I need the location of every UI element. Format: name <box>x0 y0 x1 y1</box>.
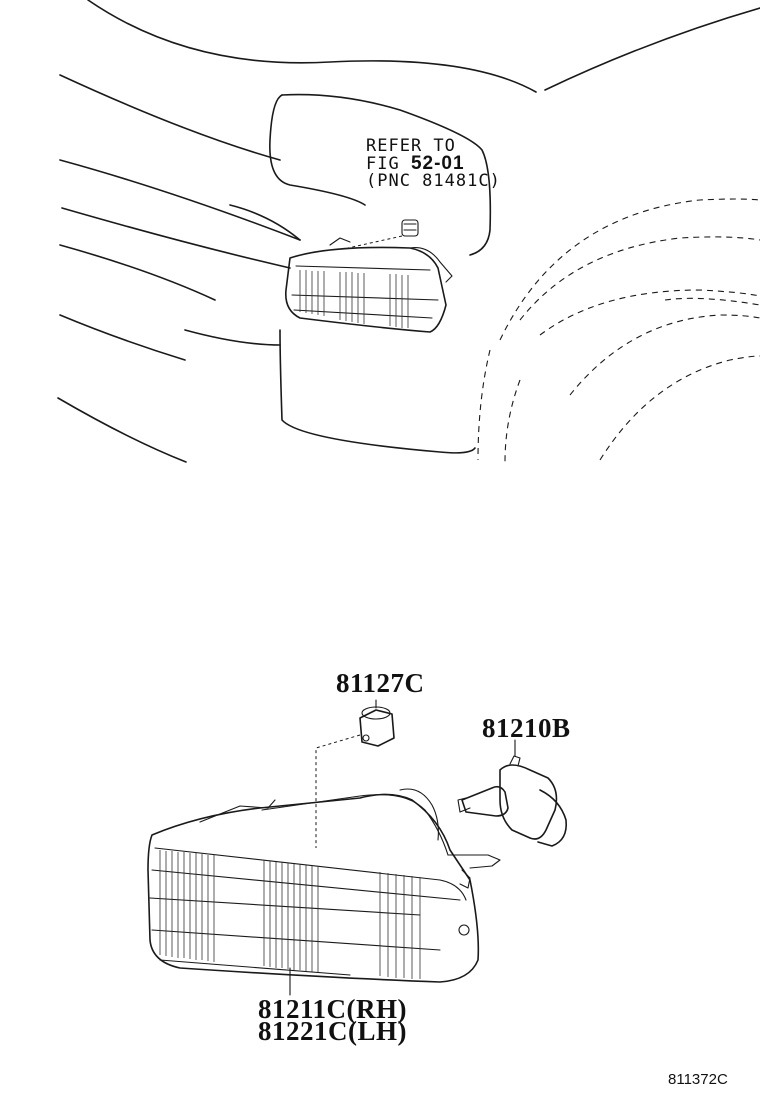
socket-guide-line <box>315 734 361 848</box>
reference-fig-number: 52-01 <box>410 153 465 174</box>
diagram-id: 811372C <box>668 1071 728 1088</box>
reference-fig-prefix: FIG <box>366 154 400 174</box>
bulb-81210b <box>457 739 568 847</box>
part-number-socket: 81127C <box>336 668 425 698</box>
socket-small-upper <box>347 219 419 249</box>
vehicle-body-outline <box>57 0 760 463</box>
reference-note: REFER TO FIG 52-01 (PNC 81481C) <box>366 138 501 190</box>
socket-81127c <box>359 699 395 747</box>
fog-lamp-assembly <box>147 788 501 996</box>
clearance-lamp-small <box>284 237 453 333</box>
reference-line-1: REFER TO <box>366 136 456 156</box>
part-number-lamp-lh: 81221C(LH) <box>258 1016 407 1046</box>
reference-line-2: FIG 52-01 <box>366 153 501 174</box>
reference-line-3: (PNC 81481C) <box>366 171 501 191</box>
part-number-bulb: 81210B <box>482 713 571 743</box>
part-number-lamp-rh: 81211C(RH) <box>258 994 407 1024</box>
